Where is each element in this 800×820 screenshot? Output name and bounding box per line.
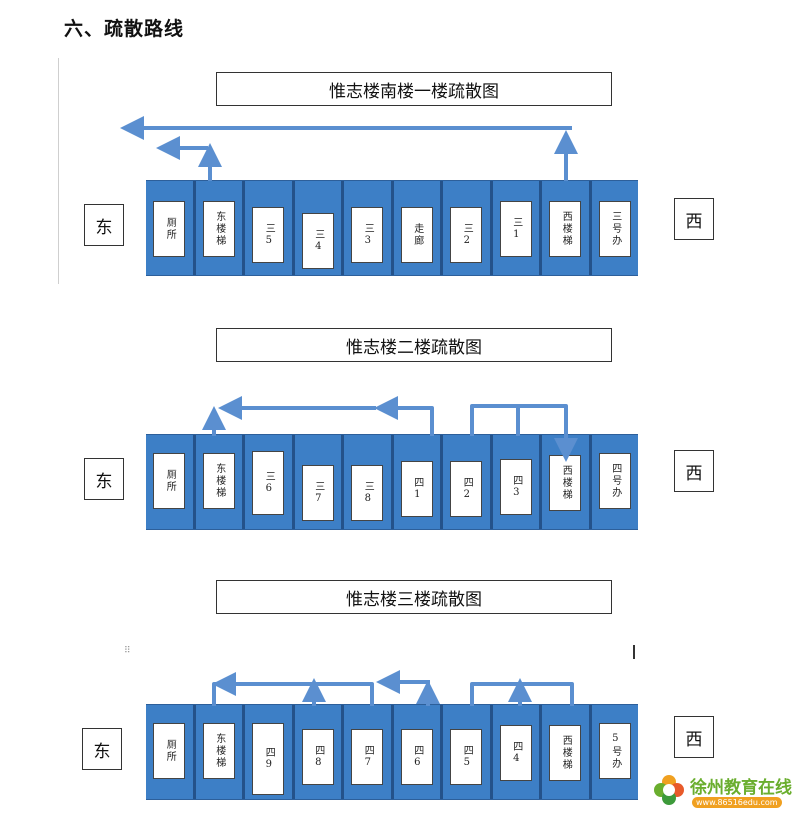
room: 东楼梯 xyxy=(196,705,245,799)
flower-logo-icon xyxy=(654,775,684,805)
room: 西楼梯 xyxy=(542,181,592,275)
room: 西楼梯 xyxy=(542,705,592,799)
room-label: 东楼梯 xyxy=(213,463,225,499)
room-label: 四7 xyxy=(362,744,374,770)
room: 三6 xyxy=(245,435,295,529)
room-label: 三4 xyxy=(312,228,324,254)
room: 三4 xyxy=(295,181,344,275)
room: 西楼梯 xyxy=(542,435,592,529)
room: 走廊 xyxy=(394,181,443,275)
room-label: 三7 xyxy=(312,480,324,506)
room-strip: 厕所 东楼梯 三5 三4 三3 走廊 三2 三1 西楼梯 三号办 xyxy=(146,180,638,276)
room: 三5 xyxy=(245,181,295,275)
room: 三号办 xyxy=(592,181,639,275)
room-label: 西楼梯 xyxy=(560,211,572,247)
floor-plan-2: 惟志楼二楼疏散图 东 西 厕所 东楼梯 三6 三7 三8 四1 四2 四3 西楼… xyxy=(0,328,800,568)
room: 东楼梯 xyxy=(196,435,245,529)
east-label: 东 xyxy=(84,458,124,500)
section-heading: 六、疏散路线 xyxy=(64,18,185,40)
room-strip: 厕所 东楼梯 四9 四8 四7 四6 四5 四4 西楼梯 5号办 xyxy=(146,704,638,800)
room-label: 三8 xyxy=(362,480,374,506)
room-label: 5号办 xyxy=(609,732,621,770)
room-label: 东楼梯 xyxy=(213,211,225,247)
plan-title: 惟志楼三楼疏散图 xyxy=(216,580,612,614)
room: 四3 xyxy=(493,435,542,529)
room-strip: 厕所 东楼梯 三6 三7 三8 四1 四2 四3 西楼梯 四号办 xyxy=(146,434,638,530)
room: 三8 xyxy=(344,435,394,529)
room: 四9 xyxy=(245,705,295,799)
room: 厕所 xyxy=(146,435,196,529)
room: 三3 xyxy=(344,181,394,275)
room-label: 四号办 xyxy=(609,463,621,499)
room: 三1 xyxy=(493,181,542,275)
plan-title: 惟志楼二楼疏散图 xyxy=(216,328,612,362)
watermark-name: 徐州教育在线 xyxy=(690,778,792,798)
text-cursor xyxy=(633,645,635,659)
room-label: 厕所 xyxy=(164,469,176,493)
room-label: 西楼梯 xyxy=(560,735,572,771)
room-label: 东楼梯 xyxy=(213,733,225,769)
west-label: 西 xyxy=(674,450,714,492)
room-label: 四5 xyxy=(461,744,473,770)
room-label: 四2 xyxy=(461,476,473,502)
room-label: 西楼梯 xyxy=(560,465,572,501)
room-label: 四3 xyxy=(510,474,522,500)
plan-title: 惟志楼南楼一楼疏散图 xyxy=(216,72,612,106)
room: 四1 xyxy=(394,435,443,529)
room-label: 三3 xyxy=(362,222,374,248)
room-label: 三5 xyxy=(263,222,275,248)
east-label: 东 xyxy=(82,728,122,770)
floor-plan-1: 惟志楼南楼一楼疏散图 东 西 厕所 东楼梯 三5 三4 三3 走廊 三2 三1 … xyxy=(0,72,800,312)
room: 三2 xyxy=(443,181,493,275)
watermark-url: www.86516edu.com xyxy=(692,797,782,808)
room-label: 四1 xyxy=(411,476,423,502)
room: 四7 xyxy=(344,705,394,799)
room-label: 三2 xyxy=(461,222,473,248)
room: 四6 xyxy=(394,705,443,799)
drag-handle-icon[interactable]: ⠿ xyxy=(124,646,131,656)
room-label: 厕所 xyxy=(164,739,176,763)
room: 厕所 xyxy=(146,705,196,799)
room-label: 厕所 xyxy=(164,217,176,241)
room-label: 四9 xyxy=(263,746,275,772)
room-label: 四8 xyxy=(312,744,324,770)
west-label: 西 xyxy=(674,198,714,240)
room: 5号办 xyxy=(592,705,639,799)
page-margin-line xyxy=(58,58,59,284)
east-label: 东 xyxy=(84,204,124,246)
room-label: 四6 xyxy=(411,744,423,770)
room: 三7 xyxy=(295,435,344,529)
west-label: 西 xyxy=(674,716,714,758)
room-label: 四4 xyxy=(510,740,522,766)
room: 四5 xyxy=(443,705,493,799)
room: 四4 xyxy=(493,705,542,799)
room-label: 走廊 xyxy=(411,223,423,247)
watermark: 徐州教育在线 www.86516edu.com xyxy=(652,771,798,817)
room: 四号办 xyxy=(592,435,639,529)
room: 四8 xyxy=(295,705,344,799)
room-label: 三1 xyxy=(510,216,522,242)
room: 厕所 xyxy=(146,181,196,275)
room: 东楼梯 xyxy=(196,181,245,275)
room-label: 三号办 xyxy=(609,211,621,247)
room-label: 三6 xyxy=(263,470,275,496)
room: 四2 xyxy=(443,435,493,529)
floor-plan-3: 惟志楼三楼疏散图 东 西 厕所 东楼梯 四9 四8 四7 四6 四5 四4 西楼… xyxy=(0,580,800,820)
